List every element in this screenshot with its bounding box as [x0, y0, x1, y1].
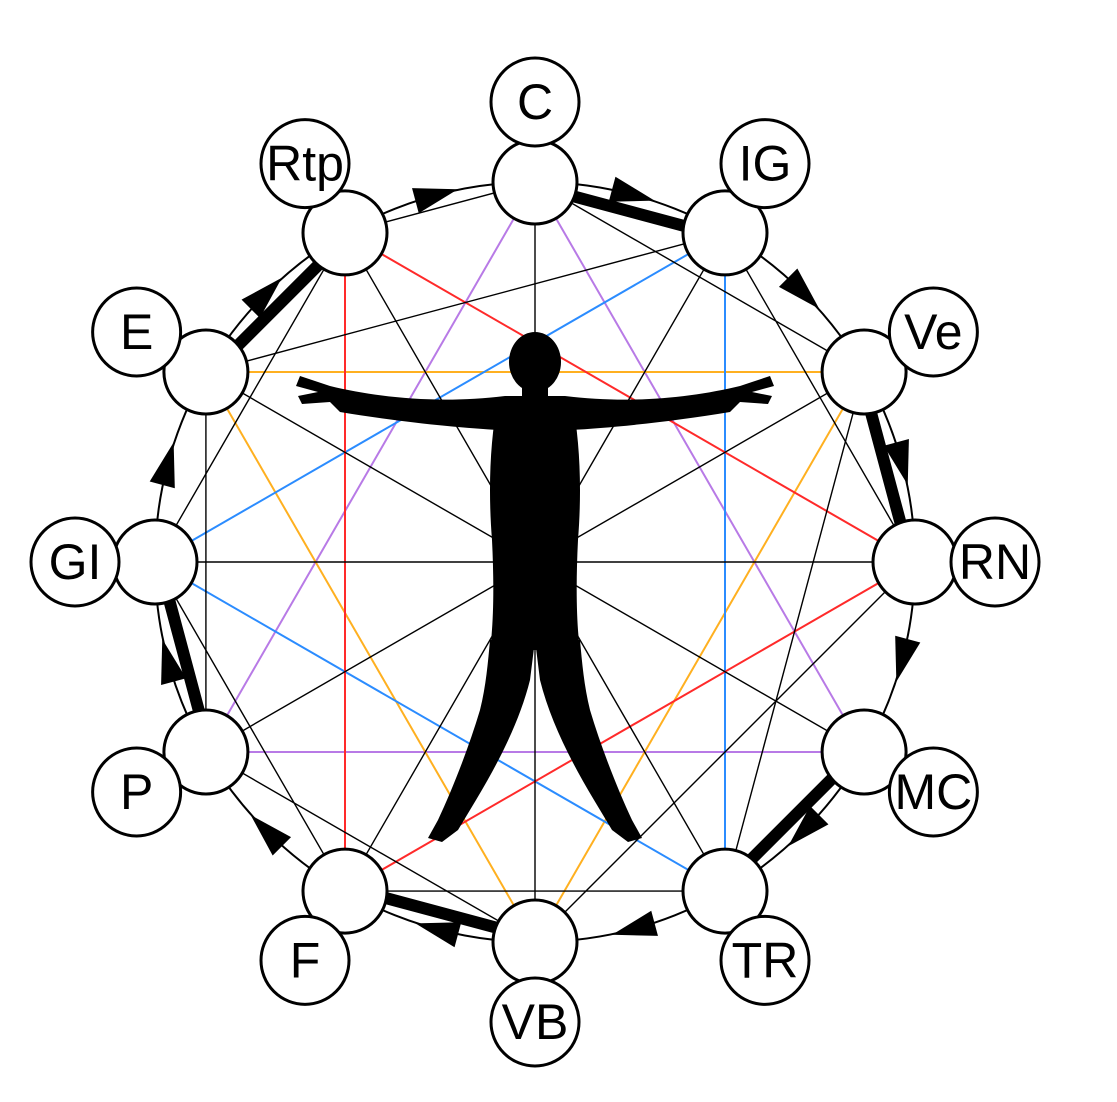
flow-arrow-icon [161, 639, 187, 685]
flow-arrow-icon [895, 635, 921, 682]
meridian-label-TR: TR [719, 914, 811, 1006]
label-text: E [120, 304, 153, 360]
chord-line-F-GI [154, 561, 346, 892]
node-circle-Ve [820, 328, 908, 416]
label-text: C [517, 74, 553, 130]
figure-right-leg [535, 640, 642, 842]
label-text: F [290, 932, 321, 988]
meridian-label-VB: VB [489, 976, 581, 1068]
node-circle-RN [871, 518, 959, 606]
meridian-label-E: E [91, 286, 183, 378]
label-text: RN [959, 534, 1031, 590]
flow-arrow-icon [241, 277, 282, 319]
node-circle-IG [681, 189, 769, 277]
figure-head [509, 332, 561, 392]
chord-line-Ve-TR [724, 371, 865, 892]
flow-arrow-icon [412, 188, 458, 214]
node-circle-Rtp [301, 189, 389, 277]
label-text: TR [732, 932, 799, 988]
meridian-label-MC: MC [887, 746, 979, 838]
flow-arrow-icon [612, 910, 658, 936]
node-circle-C [491, 138, 579, 226]
label-text: Rtp [266, 136, 344, 192]
label-text: Ve [904, 304, 962, 360]
label-text: P [120, 764, 153, 820]
meridian-label-IG: IG [719, 118, 811, 210]
label-circle [91, 746, 183, 838]
flow-arrow-icon [149, 442, 175, 489]
label-circle [259, 118, 351, 210]
label-circle [887, 286, 979, 378]
label-circle [949, 516, 1041, 608]
label-text: MC [894, 764, 972, 820]
chord-line-IG-RN [724, 232, 916, 563]
label-circle [91, 286, 183, 378]
label-circle [489, 56, 581, 148]
chord-line-RN-VB [534, 561, 916, 943]
flow-arrow-icon [788, 805, 829, 847]
node-circle-TR [681, 847, 769, 935]
label-text: VB [502, 994, 569, 1050]
node-circle-P [162, 708, 250, 796]
label-circle [719, 914, 811, 1006]
chord-line-E-IG [205, 232, 726, 373]
meridian-label-P: P [91, 746, 183, 838]
meridian-nodes [111, 138, 959, 986]
flow-arrow-icon [415, 922, 462, 948]
flow-arrow-icon [778, 268, 820, 309]
chord-line-C-Ve [534, 181, 865, 373]
node-circle-MC [820, 708, 908, 796]
label-text: GI [49, 534, 102, 590]
meridian-label-F: F [259, 914, 351, 1006]
flow-arrow-icon [883, 439, 909, 485]
label-circle [29, 516, 121, 608]
node-circle-F [301, 847, 389, 935]
node-circle-VB [491, 898, 579, 986]
figure-left-leg [428, 640, 535, 842]
label-circle [489, 976, 581, 1068]
label-circle [259, 914, 351, 1006]
meridian-label-GI: GI [29, 516, 121, 608]
human-figure-silhouette [296, 332, 774, 842]
node-circle-E [162, 328, 250, 416]
chord-line-GI-Rtp [154, 232, 346, 563]
meridian-label-C: C [489, 56, 581, 148]
label-circle [719, 118, 811, 210]
chord-line-VB-P [205, 751, 536, 943]
flow-arrow-icon [250, 815, 292, 856]
meridian-label-Ve: Ve [887, 286, 979, 378]
label-circle [887, 746, 979, 838]
label-text: IG [739, 136, 792, 192]
meridian-label-RN: RN [949, 516, 1041, 608]
flow-arrow-icon [608, 176, 655, 202]
meridian-label-Rtp: Rtp [259, 118, 351, 210]
node-circle-GI [111, 518, 199, 606]
figure-torso [490, 400, 580, 650]
